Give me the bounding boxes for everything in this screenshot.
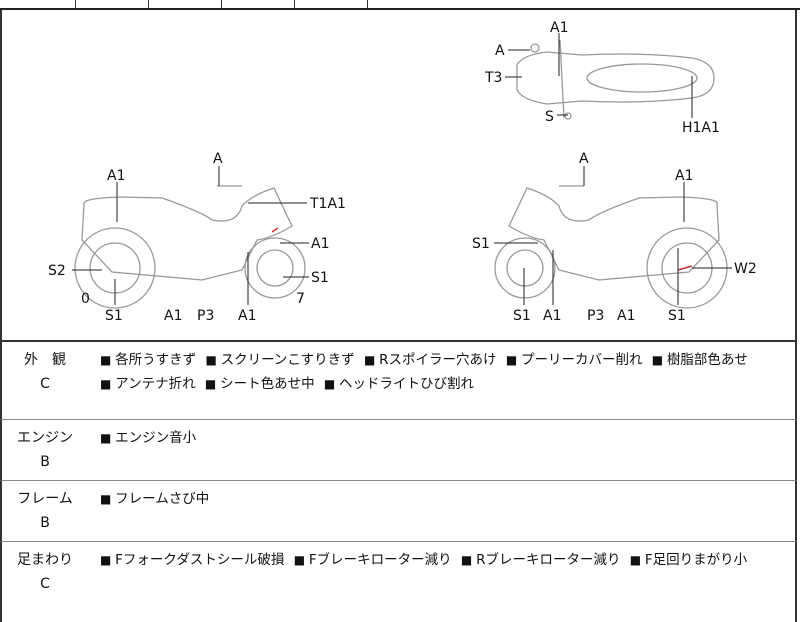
item-list: Fフォークダストシール破損 Fブレーキローター減り Rブレーキローター減り F足… [74,548,791,616]
list-item: ヘッドライトひび割れ [324,372,474,396]
label: 7 [296,291,305,307]
section-name: 足まわり [17,552,73,568]
list-item: エンジン音小 [100,426,196,450]
label: A1 [311,236,329,252]
list-item: スクリーンこすりきず [205,348,355,372]
right-view-labels: A A1 S1 W2 S1 A1 P3 A1 S1 [472,151,757,324]
label: S1 [311,270,329,286]
label: A1 [238,308,256,324]
section-exterior: 外 観 C 各所うすきず スクリーンこすりきず Rスポイラー穴あけ プーリーカバー… [0,342,797,420]
label: P3 [197,308,214,324]
header-table-strip [0,0,800,8]
label: S1 [105,308,123,324]
section-name: フレーム [17,491,73,507]
label: W2 [734,261,757,277]
right-view-scooter [494,185,728,309]
item-list: 各所うすきず スクリーンこすりきず Rスポイラー穴あけ プーリーカバー削れ 樹脂… [74,348,791,413]
list-item: シート色あせ中 [205,372,315,396]
section-name: 外 観 [24,352,66,368]
section-name: エンジン [17,430,73,446]
divider [0,8,800,10]
left-view-scooter [74,185,306,309]
top-view-labels: A1 A T3 S H1A1 [484,20,720,136]
label: P3 [587,308,604,324]
section-frame: フレーム B フレームさび中 [0,481,797,542]
list-item: アンテナ折れ [100,372,195,396]
left-view-labels: A A1 T1A1 A1 S2 S1 0 S1 A1 P3 A1 7 [48,151,346,324]
item-list: エンジン音小 [74,426,791,474]
label: S1 [668,308,686,324]
label: T3 [484,70,502,86]
label: H1A1 [682,120,720,136]
item-list: フレームさび中 [74,487,791,535]
list-item: Fブレーキローター減り [294,548,452,572]
list-item: プーリーカバー削れ [506,348,643,372]
section-grade: C [40,376,50,392]
section-suspension: 足まわり C Fフォークダストシール破損 Fブレーキローター減り Rブレーキロータ… [0,542,797,622]
top-view-scooter [516,39,715,120]
label: A [579,151,589,167]
label: S2 [48,263,66,279]
section-grade: C [40,576,50,592]
label: 0 [81,291,90,307]
label: S [545,109,554,125]
label: A1 [164,308,182,324]
label: S1 [472,236,490,252]
label: A [495,43,505,59]
list-item: 各所うすきず [100,348,196,372]
section-engine: エンジン B エンジン音小 [0,420,797,481]
section-grade: B [40,454,50,470]
section-grade: B [40,515,50,531]
list-item: Fフォークダストシール破損 [100,548,284,572]
label: S1 [513,308,531,324]
label: A [213,151,223,167]
list-item: Rスポイラー穴あけ [364,348,496,372]
list-item: 樹脂部色あせ [652,348,748,372]
scooter-diagram: A1 A T3 S H1A1 A A1 T1A1 A1 S2 S1 0 S1 A… [48,20,757,324]
label: T1A1 [309,196,346,212]
damage-diagram: A1 A T3 S H1A1 A A1 T1A1 A1 S2 S1 0 S1 A… [0,10,797,342]
inspection-sections: 外 観 C 各所うすきず スクリーンこすりきず Rスポイラー穴あけ プーリーカバー… [0,342,800,622]
list-item: F足回りまがり小 [630,548,747,572]
list-item: Rブレーキローター減り [461,548,620,572]
list-item: フレームさび中 [100,487,209,511]
label: A1 [675,168,693,184]
label: A1 [550,20,568,36]
label: A1 [617,308,635,324]
label: A1 [107,168,125,184]
label: A1 [543,308,561,324]
